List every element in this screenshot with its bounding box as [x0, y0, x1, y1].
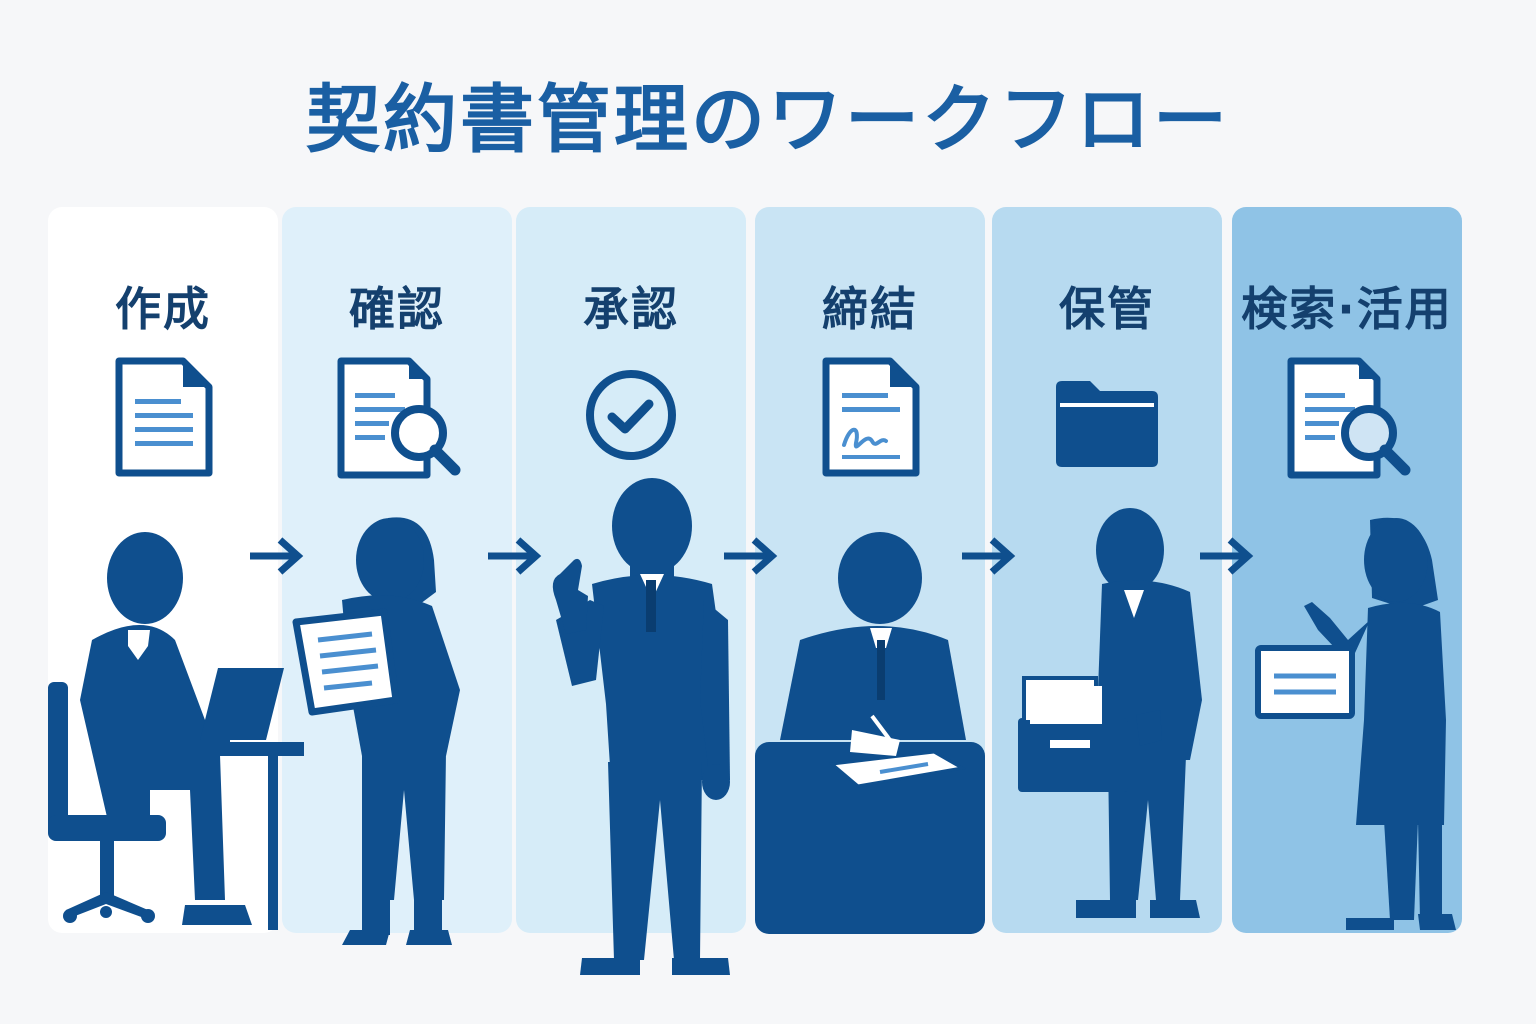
arrow-right-icon: [962, 537, 1016, 575]
step-label: 検索·活用: [1241, 282, 1453, 336]
folder-icon: [992, 357, 1222, 492]
arrow-right-icon: [488, 537, 542, 575]
step-label: 作成: [115, 282, 211, 336]
arrow-right-icon: [250, 537, 304, 575]
signed-document-icon: [755, 357, 985, 492]
step-label: 保管: [1059, 282, 1155, 336]
step-label: 確認: [349, 282, 445, 336]
arrow-right-icon: [1200, 537, 1254, 575]
person-pointing-screen-illustration: [1304, 517, 1456, 930]
monitor-screen-icon: [1255, 645, 1355, 719]
step-label: 承認: [583, 282, 679, 336]
document-icon: [48, 357, 278, 492]
person-filing-box-illustration: [1018, 508, 1202, 918]
document-search-icon: [282, 357, 512, 492]
person-typing-laptop-illustration: [48, 532, 304, 930]
contract-paper-icon: [828, 714, 967, 788]
person-thumbs-up-illustration: [552, 478, 730, 975]
filed-documents-icon: [1022, 676, 1102, 724]
checkmark-circle-icon: [516, 357, 746, 492]
person-signing-contract-illustration: [755, 532, 985, 934]
document-search-icon: [1232, 357, 1462, 492]
arrow-right-icon: [724, 537, 778, 575]
held-document-icon: [292, 608, 400, 716]
person-reviewing-document-illustration: [342, 517, 460, 945]
page-title: 契約書管理のワークフロー: [306, 77, 1230, 163]
step-label: 締結: [822, 282, 918, 336]
